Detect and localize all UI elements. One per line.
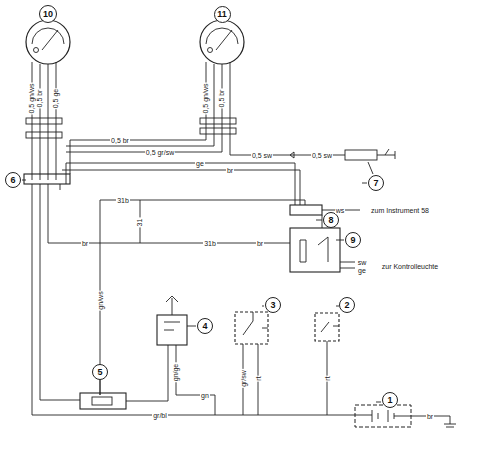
callout-number: 2	[344, 300, 349, 310]
callout-number: 7	[373, 178, 378, 188]
callout-circle: 6	[5, 172, 21, 188]
wire-label: 31b	[203, 240, 217, 247]
wire-label: ge	[195, 160, 205, 167]
callout-circle: 11	[214, 6, 231, 23]
wire-label: gn	[200, 392, 210, 399]
callout-circle: 2	[339, 297, 355, 313]
callout-number: 3	[270, 300, 275, 310]
wire-label: gr/sw	[239, 369, 246, 388]
callout-number: 5	[97, 367, 102, 377]
wire-label: rt	[255, 375, 262, 381]
callout-circle: 5	[92, 364, 108, 380]
wire-label: 0,5 ge	[53, 87, 60, 108]
callout-circle: 8	[323, 212, 339, 228]
callout-number: 11	[217, 9, 227, 19]
wire-label: ws	[335, 207, 346, 214]
wire-label: 31b	[116, 197, 130, 204]
wire-label: 0,5 sw	[251, 152, 273, 159]
callout-number: 6	[10, 175, 15, 185]
callout-number: 4	[202, 321, 207, 331]
callout-circle: 10	[39, 5, 57, 23]
wire-label: zum Instrument 58	[370, 207, 430, 214]
wire-label: ge	[357, 267, 367, 274]
callout-number: 9	[350, 235, 355, 245]
wire-label: gn/ws	[96, 290, 103, 310]
callout-circle: 1	[382, 392, 398, 408]
wire-label: gr/bl	[152, 412, 168, 419]
wire-label: br	[226, 167, 234, 174]
wire-label: sw	[357, 259, 368, 266]
wire-label: 0,5 sw	[311, 152, 333, 159]
callout-circle: 7	[368, 175, 384, 191]
wire-label: 0,5 gr/sw	[145, 149, 175, 156]
wire-label: gn/ge	[173, 362, 180, 382]
wire-label: rt	[324, 375, 331, 381]
callout-circle: 3	[265, 297, 281, 313]
wire-label: 0,5 gn/ws	[29, 82, 36, 114]
wire-label: 0,5 br	[110, 137, 130, 144]
callout-number: 10	[43, 9, 53, 19]
callout-circle: 9	[345, 232, 361, 248]
wire-label: br	[256, 240, 264, 247]
callout-number: 1	[387, 395, 392, 405]
wire-label: br	[426, 413, 434, 420]
wire-label: 0,5 gn/ws	[203, 82, 210, 114]
wire-label: 0,5 br	[37, 88, 44, 108]
callout-number: 8	[328, 215, 333, 225]
wire-label: br	[81, 240, 89, 247]
wire-label: 31	[136, 217, 143, 227]
wire-label: 0,5 br	[219, 88, 226, 108]
wire-label: zur Kontrolleuchte	[381, 263, 439, 270]
callout-circle: 4	[197, 318, 213, 334]
